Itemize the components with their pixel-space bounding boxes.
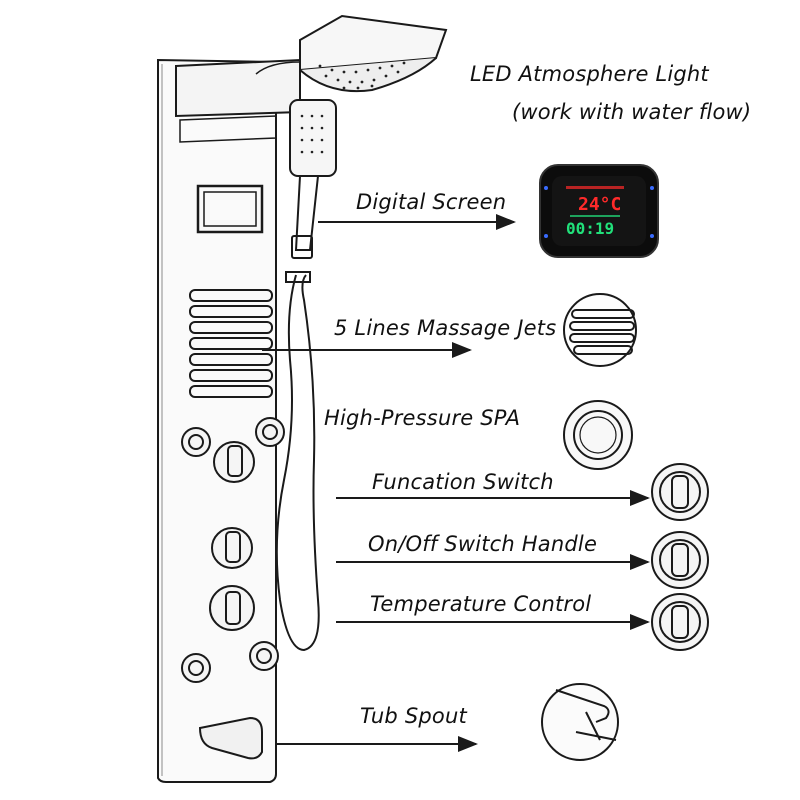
onoff-handle-detail <box>652 532 708 588</box>
function-switch-detail <box>652 464 708 520</box>
lcd-temperature: 24°C <box>578 194 621 215</box>
label-led-light: LED Atmosphere Light <box>470 62 709 86</box>
label-onoff-handle: On/Off Switch Handle <box>368 532 597 556</box>
label-spa: High-Pressure SPA <box>324 406 520 430</box>
hand-shower <box>290 100 336 258</box>
shower-hose <box>277 275 319 650</box>
label-massage-jets: 5 Lines Massage Jets <box>334 316 556 340</box>
tub-spout-detail <box>542 684 618 760</box>
label-temp-control: Temperature Control <box>370 592 591 616</box>
label-led-light-note: (work with water flow) <box>512 100 751 124</box>
lcd-display-detail: 24°C 00:19 <box>540 165 658 257</box>
spa-nozzle-detail <box>564 401 632 469</box>
massage-jets-detail <box>564 294 636 366</box>
label-digital-screen: Digital Screen <box>356 190 506 214</box>
temperature-control-detail <box>652 594 708 650</box>
label-function-switch: Funcation Switch <box>372 470 554 494</box>
lcd-time: 00:19 <box>566 219 614 238</box>
label-tub-spout: Tub Spout <box>360 704 467 728</box>
